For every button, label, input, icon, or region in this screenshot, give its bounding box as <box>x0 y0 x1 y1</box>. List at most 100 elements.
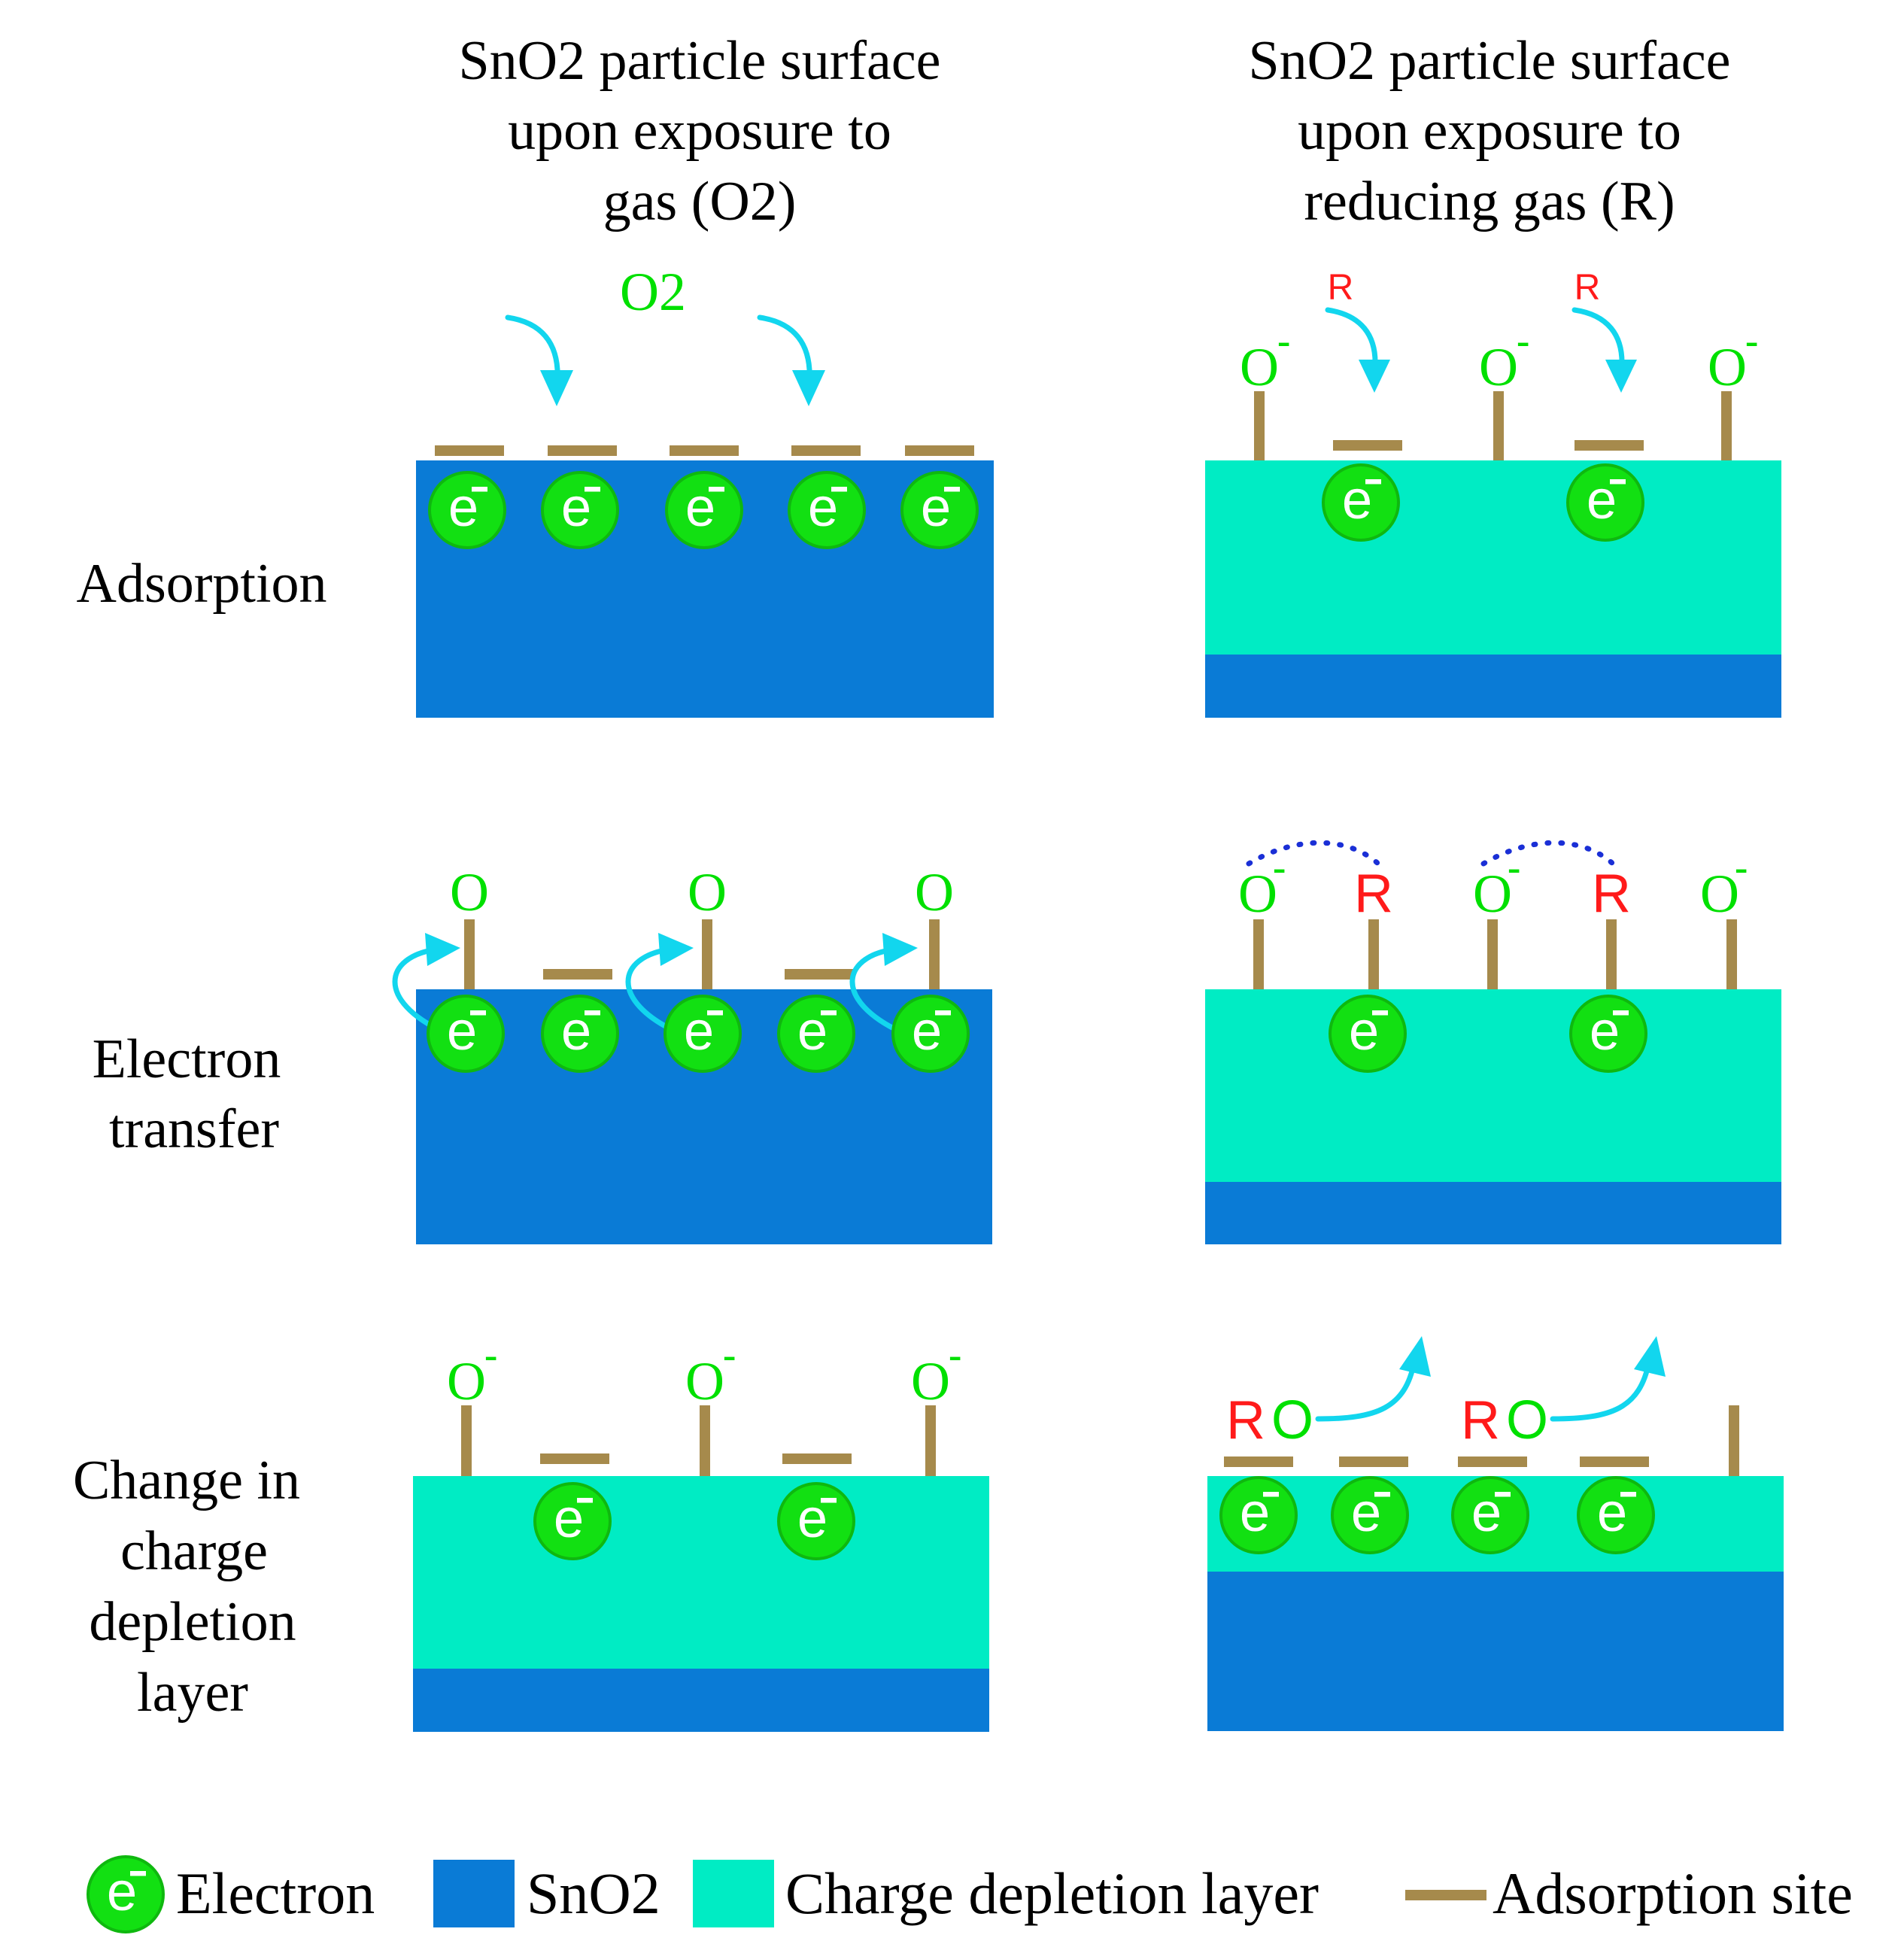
svg-text:e: e <box>448 477 478 538</box>
interaction-dotted-arc <box>1480 840 1616 867</box>
adsorption-site <box>791 445 861 456</box>
svg-text:e: e <box>561 477 591 538</box>
adsorption-site <box>785 969 854 980</box>
oxygen-ion-label: O <box>1238 864 1277 924</box>
oxygen-ion-label: O <box>911 1351 950 1411</box>
electron-icon: e <box>427 995 505 1073</box>
minus-sign: - <box>1735 846 1748 889</box>
svg-text:e: e <box>808 477 838 538</box>
minus-sign: - <box>1745 320 1758 363</box>
oxygen-atom-label: O <box>688 862 727 922</box>
svg-text:e: e <box>1240 1482 1270 1543</box>
arrowhead <box>1605 360 1637 393</box>
electron-icon: e <box>777 995 855 1073</box>
svg-text:e: e <box>1597 1482 1627 1543</box>
oxygen-ion-label: O <box>1700 864 1739 924</box>
panel-right-transfer-sno2 <box>1205 1182 1781 1244</box>
adsorption-site <box>435 445 504 456</box>
electron-icon: e <box>665 471 743 549</box>
adsorption-site-occupied <box>1487 919 1498 989</box>
oxygen-ion-label: O <box>1479 337 1518 397</box>
svg-text:e: e <box>684 1001 714 1062</box>
adsorption-site-occupied <box>1368 919 1379 989</box>
electron-transfer-arrow <box>392 946 447 1035</box>
electron-icon: e <box>664 995 742 1073</box>
panel-left-depletion-sno2 <box>413 1669 989 1732</box>
svg-text:e: e <box>1349 1001 1379 1062</box>
electron-icon: e <box>1219 1476 1298 1554</box>
minus-sign: - <box>949 1334 961 1377</box>
adsorption-site <box>543 969 612 980</box>
legend-electron-swatch: e <box>87 1855 165 1933</box>
adsorption-site <box>1333 440 1402 451</box>
adsorption-site-occupied <box>1253 919 1264 989</box>
reducing-gas-label: R <box>1575 268 1601 308</box>
minus-sign: - <box>1508 846 1520 889</box>
left-header-line-3: gas (O2) <box>603 171 797 232</box>
row-label-transfer-1: Electron <box>93 1028 281 1090</box>
electron-transfer-arrow <box>849 946 904 1035</box>
adsorption-site-occupied <box>1254 391 1265 460</box>
reducing-gas-label: R <box>1354 864 1393 924</box>
right-header-line-3: reducing gas (R) <box>1304 171 1675 232</box>
adsorption-site-occupied <box>1493 391 1504 460</box>
svg-text:e: e <box>685 477 715 538</box>
oxygen-ion-label: O <box>1473 864 1512 924</box>
minus-sign: - <box>1517 320 1529 363</box>
product-desorption-arrow <box>1550 1359 1652 1422</box>
minus-sign: - <box>484 1334 497 1377</box>
adsorption-site <box>548 445 617 456</box>
electron-icon: e <box>891 995 970 1073</box>
left-column-header: SnO2 particle surface upon exposure to g… <box>458 30 940 232</box>
ro-product-o: O <box>1271 1390 1313 1450</box>
left-header-line-2: upon exposure to <box>508 100 891 162</box>
oxygen-ion-label: O <box>685 1351 724 1411</box>
right-header-line-2: upon exposure to <box>1298 100 1681 162</box>
oxygen-ion-label: O <box>1708 337 1747 397</box>
adsorption-site-occupied <box>702 919 712 989</box>
adsorption-site <box>540 1453 609 1464</box>
adsorption-site <box>1224 1456 1293 1467</box>
o2-gas-label: O2 <box>620 262 686 322</box>
electron-icon: e <box>87 1855 165 1933</box>
electron-icon: e <box>1577 1476 1655 1554</box>
oxygen-ion-label: O <box>447 1351 486 1411</box>
svg-text:e: e <box>554 1488 584 1549</box>
electron-icon: e <box>1322 463 1400 542</box>
electron-icon: e <box>900 471 979 549</box>
legend-depletion-label: Charge depletion layer <box>785 1860 1319 1926</box>
legend-sno2-label: SnO2 <box>527 1860 660 1926</box>
adsorption-site-occupied <box>929 919 940 989</box>
electron-icon: e <box>1451 1476 1529 1554</box>
svg-text:e: e <box>797 1001 827 1062</box>
adsorption-site-occupied <box>925 1405 936 1476</box>
legend-site-swatch <box>1405 1890 1486 1900</box>
svg-text:e: e <box>1587 469 1617 530</box>
legend-sno2-swatch <box>433 1860 515 1927</box>
svg-text:e: e <box>921 477 951 538</box>
adsorption-site-occupied <box>464 919 475 989</box>
ro-product-r: R <box>1461 1390 1500 1450</box>
svg-text:e: e <box>912 1001 942 1062</box>
arrowhead <box>540 370 573 406</box>
arrowhead <box>1634 1336 1666 1377</box>
svg-text:e: e <box>107 1861 137 1922</box>
panel-left-adsorption-sites <box>435 445 974 456</box>
electron-icon: e <box>541 995 619 1073</box>
right-header-line-1: SnO2 particle surface <box>1248 30 1730 92</box>
adsorption-site <box>782 1453 852 1464</box>
electron-icon: e <box>1329 995 1407 1073</box>
arrowhead <box>425 933 460 966</box>
electron-transfer-arrow <box>625 946 680 1035</box>
electron-icon: e <box>428 471 506 549</box>
oxygen-atom-label: O <box>450 862 489 922</box>
oxygen-ion-label: O <box>1240 337 1279 397</box>
right-column-header: SnO2 particle surface upon exposure to r… <box>1248 30 1730 232</box>
minus-sign: - <box>723 1334 736 1377</box>
minus-sign: - <box>1273 846 1286 889</box>
svg-text:e: e <box>1351 1482 1381 1543</box>
panel-right-depletion-sno2 <box>1207 1572 1784 1731</box>
adsorption-site <box>1575 440 1644 451</box>
